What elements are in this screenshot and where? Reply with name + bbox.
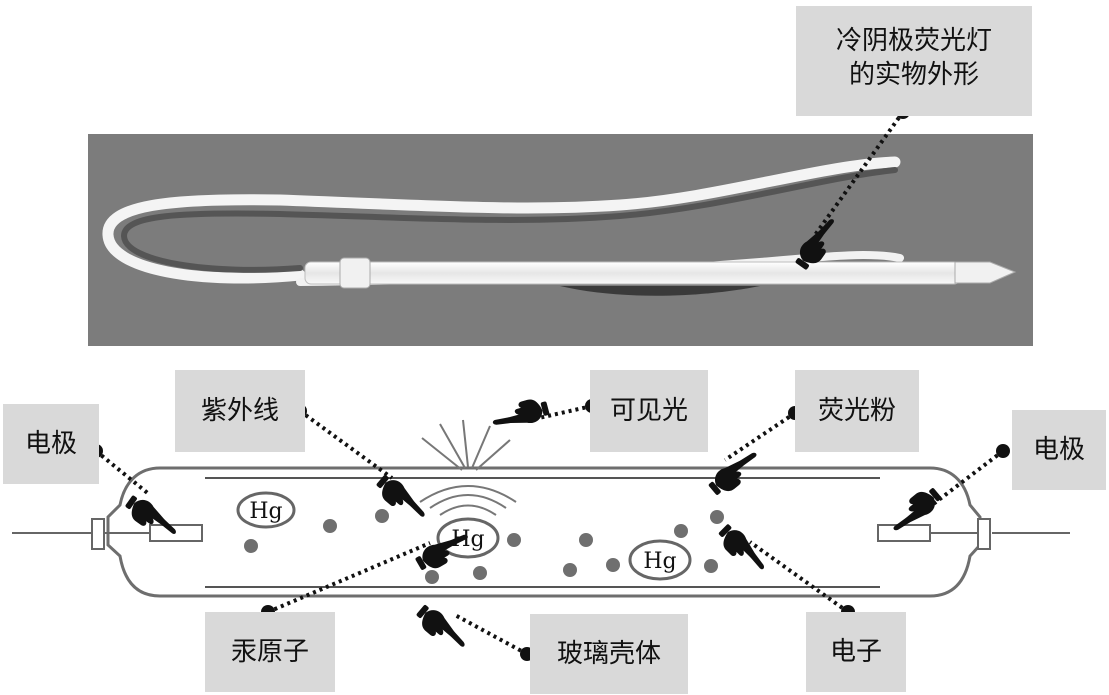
- seal-right: [977, 518, 991, 550]
- electrode-left: [149, 524, 203, 542]
- tube-outline: [106, 466, 982, 598]
- lamp-photo: [88, 134, 1033, 346]
- leader-lines: [94, 110, 1005, 656]
- electrode-right: [877, 524, 931, 542]
- photo-cap-right: [954, 261, 1017, 284]
- label-glass-shell: 玻璃壳体: [530, 614, 688, 694]
- label-electron: 电子: [806, 612, 906, 692]
- photo-cable: [102, 156, 901, 284]
- electrons: [244, 509, 724, 584]
- photo-caption-line1: 冷阴极荧光灯: [835, 26, 992, 56]
- hg-symbol-1: Hg: [249, 499, 282, 524]
- label-visible-light: 可见光: [590, 370, 708, 452]
- label-ultraviolet: 紫外线: [175, 370, 305, 452]
- photo-cap-left: [339, 257, 371, 289]
- hg-atom-1: [236, 491, 296, 529]
- uv-emission-arcs: [419, 485, 517, 516]
- photo-tube: [304, 261, 961, 285]
- label-electrode-left: 电极: [3, 404, 99, 484]
- hg-atom-3: [628, 539, 692, 581]
- label-mercury-atom: 汞原子: [205, 612, 335, 692]
- photo-caption-line2: 的实物外形: [848, 60, 979, 90]
- photo-caption: 冷阴极荧光灯 的实物外形: [796, 6, 1032, 116]
- hg-symbol-3: Hg: [643, 549, 676, 574]
- hg-atom-2: [436, 517, 500, 559]
- label-phosphor: 荧光粉: [795, 370, 919, 452]
- seal-left: [91, 518, 105, 550]
- pointing-hand-icon: [489, 395, 551, 433]
- light-rays: [421, 419, 511, 471]
- photo-cable-dark: [120, 167, 898, 273]
- label-electrode-right: 电极: [1012, 410, 1106, 490]
- photo-shadow: [560, 286, 760, 296]
- pointing-hand-icon: [411, 601, 471, 657]
